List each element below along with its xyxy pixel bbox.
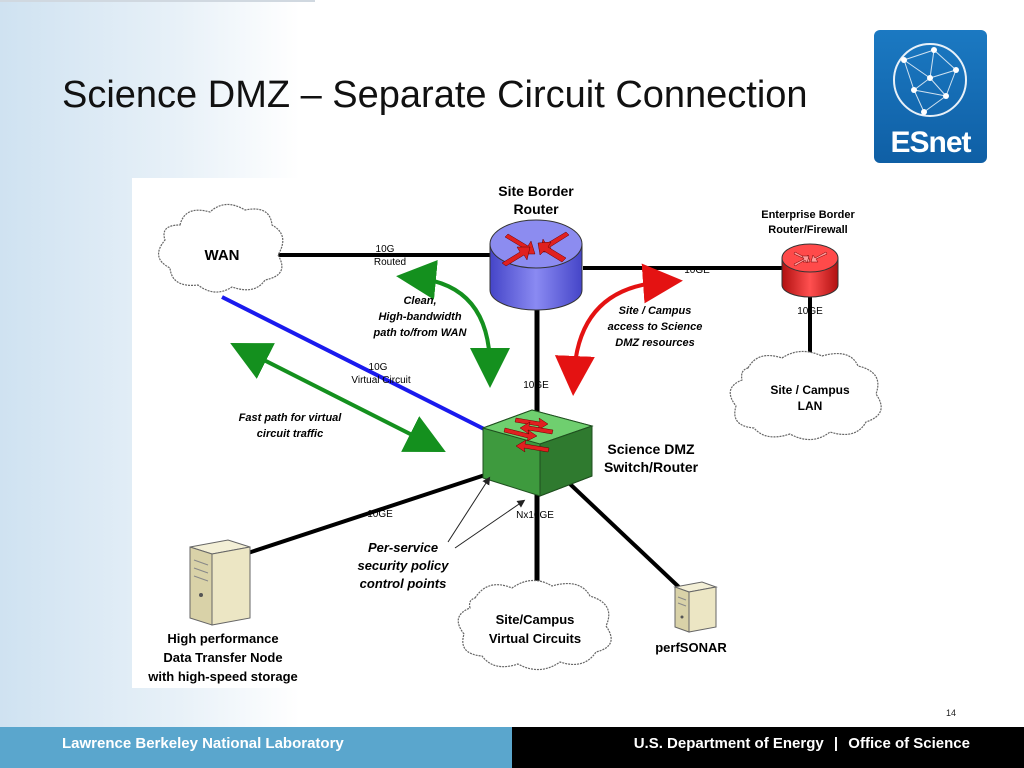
policy-label-2: security policy	[357, 558, 449, 573]
site-border-router-label-1: Site Border	[498, 183, 574, 199]
logo-text: ESnet	[890, 126, 971, 159]
campus-access-arrow	[554, 263, 683, 396]
footer-separator: |	[833, 735, 839, 752]
switch-arrows-icon	[503, 417, 554, 453]
campus-access-label-2: access to Science	[608, 321, 703, 333]
policy-label-3: control points	[360, 576, 447, 591]
science-dmz-switch: Science DMZ Switch/Router	[481, 409, 699, 497]
enterprise-label-1: Enterprise Border	[761, 209, 855, 221]
footer-lab-name: Lawrence Berkeley National Laboratory	[62, 735, 344, 752]
site-campus-lan-cloud: Site / Campus LAN	[729, 350, 882, 441]
link-10g-label: 10G	[376, 244, 395, 255]
esnet-logo: ESnet	[874, 30, 987, 163]
fast-path-label-1: Fast path for virtual	[239, 412, 343, 424]
link-routed-label: Routed	[374, 257, 406, 268]
fast-path-arrow	[230, 342, 446, 453]
policy-pointer-1	[447, 476, 491, 543]
campus-lan-label-2: LAN	[798, 399, 823, 413]
dtn-server-icon	[189, 539, 251, 626]
globe-icon	[893, 43, 967, 117]
campus-vc-label-2: Virtual Circuits	[489, 631, 581, 646]
vc-10g-label: 10G	[369, 362, 388, 373]
wan-label: WAN	[205, 247, 240, 264]
link-dtn-label: 10GE	[367, 509, 393, 520]
policy-label-1: Per-service	[368, 540, 438, 555]
fast-path-label-2: circuit traffic	[257, 428, 323, 440]
campus-access-label-1: Site / Campus	[619, 305, 692, 317]
footer-left: Lawrence Berkeley National Laboratory	[0, 727, 512, 768]
link-enterprise-lan-label: 10GE	[797, 306, 823, 317]
link-border-dmz-label: 10GE	[523, 380, 549, 391]
enterprise-label-2: Router/Firewall	[768, 224, 847, 236]
link-nx-label: Nx10GE	[516, 510, 554, 521]
footer-right: U.S. Department of Energy | Office of Sc…	[512, 727, 1024, 768]
dtn-label-2: Data Transfer Node	[163, 650, 282, 665]
dtn-label-1: High performance	[167, 631, 278, 646]
site-border-router-label-2: Router	[513, 201, 559, 217]
enterprise-border-router: Enterprise Border Router/Firewall	[761, 209, 855, 298]
science-dmz-label-2: Switch/Router	[604, 459, 699, 475]
perfsonar-server-icon	[673, 581, 718, 633]
clean-path-label-1: Clean,	[403, 295, 436, 307]
clean-path-arrow	[396, 259, 510, 388]
link-border-enterprise-label: 10GE	[684, 265, 710, 276]
page-number: 14	[946, 708, 957, 718]
campus-access-label-3: DMZ resources	[615, 337, 694, 349]
slide-title: Science DMZ – Separate Circuit Connectio…	[62, 74, 808, 116]
vc-label: Virtual Circuit	[351, 375, 410, 386]
science-dmz-label-1: Science DMZ	[607, 441, 695, 457]
footer-office: Office of Science	[848, 735, 970, 752]
firewall-arrows-icon	[793, 251, 828, 267]
clean-path-label-3: path to/from WAN	[373, 327, 468, 339]
campus-vc-cloud: Site/Campus Virtual Circuits	[457, 579, 612, 671]
wan-cloud: WAN	[158, 203, 284, 293]
dmz-perfsonar-link	[568, 482, 684, 592]
campus-lan-label-1: Site / Campus	[770, 383, 850, 397]
footer-doe: U.S. Department of Energy	[633, 735, 824, 752]
clean-path-label-2: High-bandwidth	[378, 311, 461, 323]
policy-pointer-2	[454, 499, 526, 549]
dtn-label-3: with high-speed storage	[147, 669, 298, 684]
dmz-dtn-link	[247, 472, 489, 555]
network-diagram: WAN Site Border Router Enterprise Border…	[132, 178, 982, 688]
campus-vc-label-1: Site/Campus	[496, 612, 575, 627]
perfsonar-label: perfSONAR	[655, 640, 727, 655]
